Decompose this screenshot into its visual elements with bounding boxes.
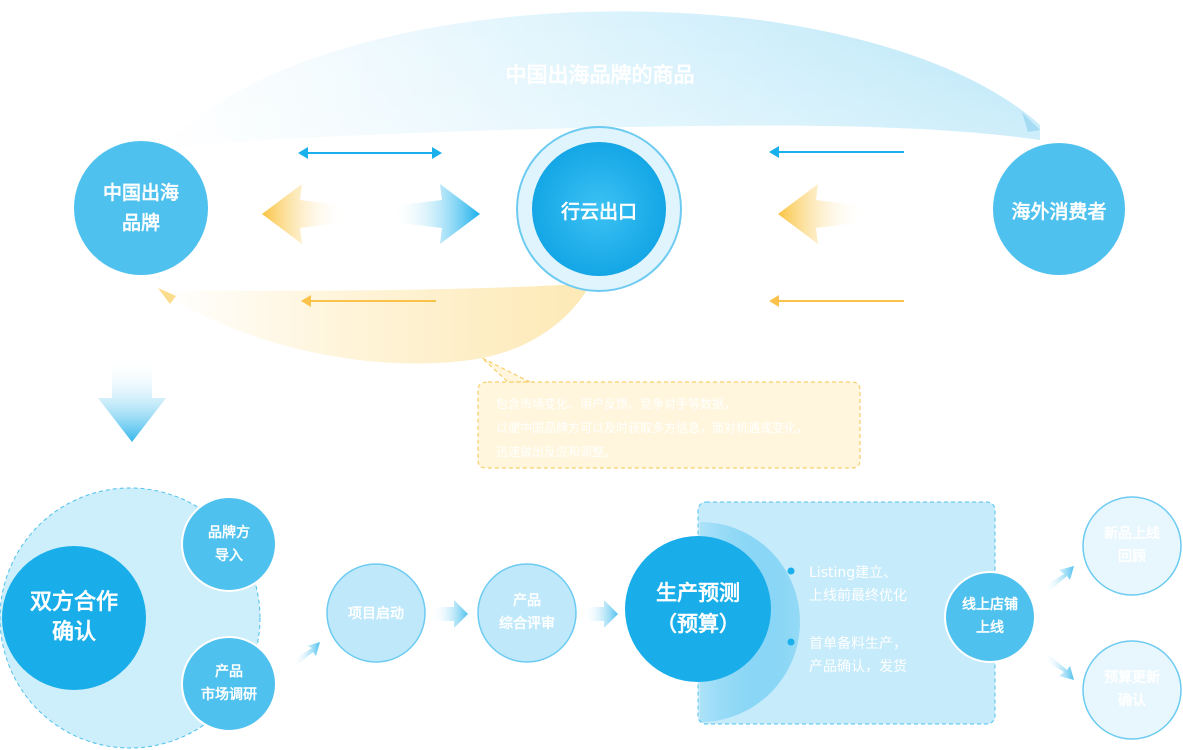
bottom-arc-arrowhead-icon (158, 288, 176, 304)
forecast-node (625, 536, 771, 682)
brand-import-label: 品牌方 导入 (208, 525, 250, 564)
bullet-dot-icon (787, 638, 795, 646)
bullet-dot-icon (787, 567, 795, 575)
budget-update-node (1082, 640, 1182, 740)
left-arrow-icon (769, 295, 904, 307)
cooperation-node (2, 546, 146, 690)
bottom-flow-arc (160, 285, 590, 364)
brand-import-node (181, 496, 277, 592)
note-line: 以便中国品牌方可以及时获取多方信息，面对机遇或变化， (496, 421, 809, 435)
left-arrow-icon (769, 146, 904, 158)
small-arrow-icon (1044, 654, 1074, 680)
small-arrow-icon (432, 600, 468, 628)
top-flow-arc-fade (160, 11, 1040, 150)
project-start-label: 项目启动 (348, 606, 404, 622)
yellow-chevron-left-icon (262, 184, 345, 244)
blue-chevron-right-icon (392, 184, 480, 244)
market-research-node (181, 636, 277, 732)
note-line: 包含市场变化、用户反馈、竞争对手等数据， (496, 397, 737, 411)
top-arc-arrowhead-icon (1022, 112, 1040, 132)
forecast-bullet-1: Listing建立、 上线前最终优化 (809, 565, 907, 604)
consumer-node (993, 143, 1125, 275)
consumer-node-label: 海外消费者 (1011, 200, 1107, 223)
new-review-node (1082, 496, 1182, 596)
product-review-node (477, 563, 577, 663)
double-arrow-icon (298, 147, 442, 159)
center-node (532, 142, 666, 276)
market-research-label: 产品 市场调研 (201, 664, 257, 703)
top-arc-label: 中国出海品牌的商品 (506, 63, 695, 87)
cooperation-label: 双方合作 确认 (29, 590, 118, 645)
brand-node (74, 141, 208, 275)
forecast-label: 生产预测 （预算） (656, 581, 740, 636)
center-node-label: 行云出口 (560, 200, 637, 223)
note-text: 包含市场变化、用户反馈、竞争对手等数据， 以便中国品牌方可以及时获取多方信息，面… (496, 392, 856, 464)
product-review-label: 产品 综合评审 (499, 593, 555, 632)
small-arrow-icon (584, 600, 618, 628)
online-launch-label: 线上店铺 上线 (962, 597, 1018, 636)
down-arrow-icon (98, 360, 166, 442)
note-line: 迅速做出反应和调整。 (496, 445, 617, 459)
left-arrow-icon (301, 295, 436, 307)
budget-update-label: 预算更新 确认 (1104, 670, 1160, 709)
small-arrow-icon (293, 642, 320, 666)
small-arrow-icon (1044, 566, 1074, 592)
new-review-label: 新品上线 回顾 (1104, 526, 1160, 565)
brand-node-label: 中国出海 品牌 (102, 182, 179, 234)
project-start-node (326, 563, 426, 663)
forecast-bullet-2: 首单备料生产， 产品确认，发货 (809, 636, 907, 675)
note-bubble (477, 357, 861, 469)
yellow-chevron-left-icon (778, 184, 864, 244)
online-launch-node (944, 571, 1036, 663)
